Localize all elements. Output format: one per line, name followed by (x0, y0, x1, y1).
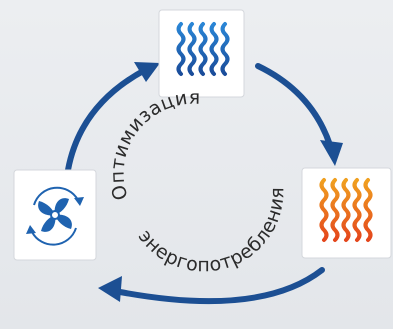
node-heat (301, 167, 392, 259)
arrow-cold-to-heat (255, 63, 333, 148)
arrow-head-heat (320, 140, 343, 166)
center-label-top: Оптимизация (106, 87, 200, 203)
fan-icon (26, 186, 84, 246)
center-label-bottom: энергопотребления (134, 187, 289, 277)
cold-waves-icon (176, 22, 230, 76)
arrow-head-cold (134, 62, 160, 82)
heat-waves-icon (319, 178, 373, 242)
arrow-heat-to-fan (117, 267, 325, 305)
arrow-head-fan (98, 276, 122, 302)
node-cold (158, 9, 245, 98)
arrow-fan-to-cold (65, 67, 148, 173)
cycle-arrows (65, 62, 343, 305)
node-fan (13, 169, 97, 261)
